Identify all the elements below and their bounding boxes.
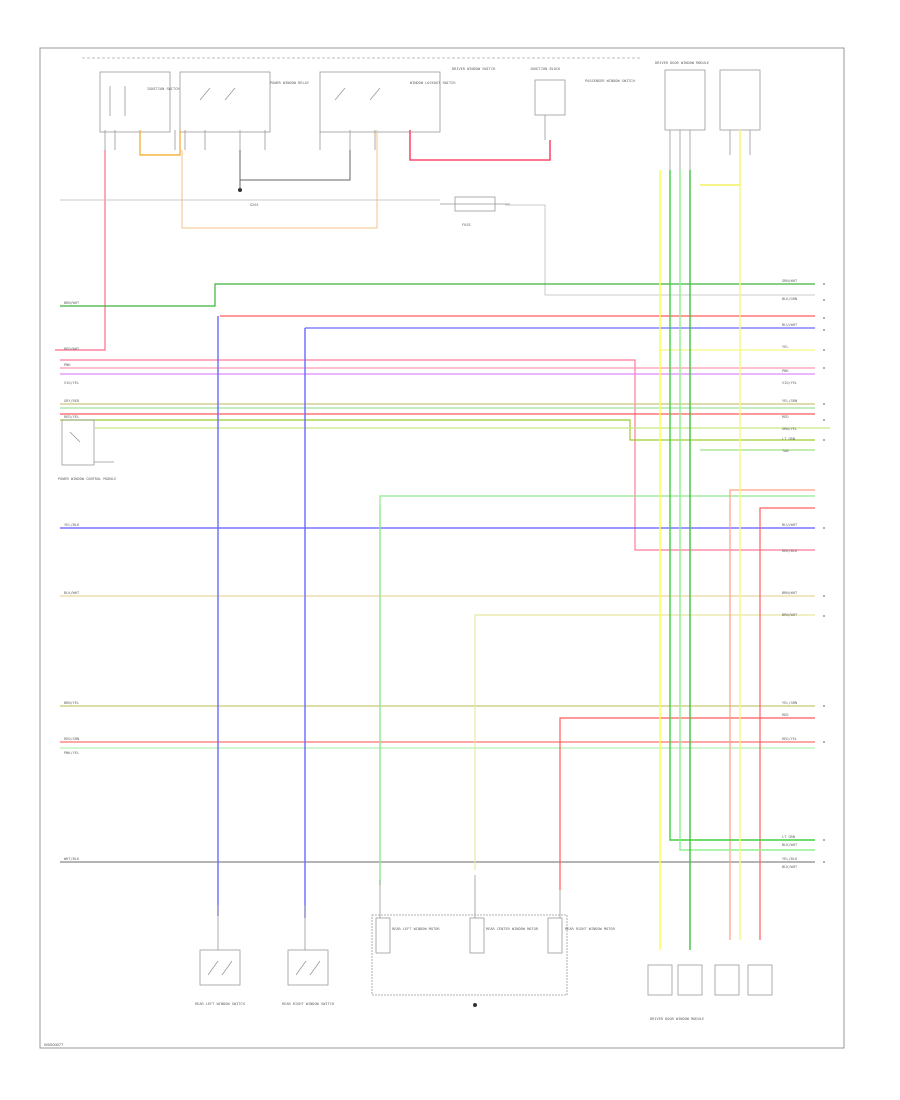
svg-text:GRN/YEL: GRN/YEL xyxy=(782,427,797,431)
svg-text:PNK: PNK xyxy=(782,369,789,373)
svg-text:BLK/WHT: BLK/WHT xyxy=(782,865,798,869)
svg-text:IGNITION SWITCH: IGNITION SWITCH xyxy=(147,87,179,91)
fuse-icon xyxy=(440,196,510,212)
svg-text:WINDOW LOCKOUT SWITCH: WINDOW LOCKOUT SWITCH xyxy=(410,81,455,85)
svg-text:YEL/BLK: YEL/BLK xyxy=(64,523,80,527)
svg-text:RED/YEL: RED/YEL xyxy=(64,415,79,419)
lower-component-labels: REAR LEFT WINDOW SWITCH REAR RIGHT WINDO… xyxy=(195,927,616,1006)
svg-text:GRY/RED: GRY/RED xyxy=(64,399,79,403)
bus-labels-right: GRN/WHT BLK/GRN BLU/WHT YEL PNK VIO/YEL … xyxy=(782,279,798,869)
svg-text:REAR LEFT WINDOW MOTOR: REAR LEFT WINDOW MOTOR xyxy=(392,927,440,931)
svg-text:RED: RED xyxy=(782,713,789,717)
bus-labels-left: BRN/WHT RED/WHT PNK VIO/YEL GRY/RED RED/… xyxy=(64,301,80,861)
svg-text:BLK/GRN: BLK/GRN xyxy=(782,297,797,301)
svg-text:RED/YEL: RED/YEL xyxy=(782,737,797,741)
svg-text:PNK/YEL: PNK/YEL xyxy=(64,751,79,755)
diagram-id: W0000077 xyxy=(44,1042,64,1047)
svg-text:REAR RIGHT WINDOW SWITCH: REAR RIGHT WINDOW SWITCH xyxy=(282,1002,334,1006)
left-component-label: POWER WINDOW CONTROL MODULE xyxy=(58,477,116,481)
top-components xyxy=(99,69,761,170)
ground-label: G201 xyxy=(250,203,259,207)
svg-text:BRN/WHT: BRN/WHT xyxy=(782,591,798,595)
left-component xyxy=(61,419,114,466)
svg-text:DRIVER DOOR WINDOW MODULE: DRIVER DOOR WINDOW MODULE xyxy=(655,61,709,65)
svg-text:LT GRN: LT GRN xyxy=(782,835,795,839)
top-component-labels: IGNITION SWITCH POWER WINDOW RELAY WINDO… xyxy=(147,61,709,91)
svg-text:YEL/BLK: YEL/BLK xyxy=(782,857,798,861)
svg-text:BRN/WHT: BRN/WHT xyxy=(64,301,80,305)
svg-text:BLU/WHT: BLU/WHT xyxy=(782,323,798,327)
svg-text:VIO/YEL: VIO/YEL xyxy=(782,381,797,385)
right-pin-markers xyxy=(823,283,825,863)
svg-text:BLK/WHT: BLK/WHT xyxy=(782,843,798,847)
svg-text:PASSENGER WINDOW SWITCH: PASSENGER WINDOW SWITCH xyxy=(585,79,635,83)
svg-text:YEL/GRN: YEL/GRN xyxy=(782,701,797,705)
svg-text:VIO/YEL: VIO/YEL xyxy=(64,381,79,385)
svg-text:RED/BLK: RED/BLK xyxy=(782,549,798,553)
svg-text:TAN: TAN xyxy=(782,449,789,453)
svg-text:RED/GRN: RED/GRN xyxy=(64,737,79,741)
lower-components xyxy=(199,875,773,996)
svg-text:DRIVER WINDOW SWITCH: DRIVER WINDOW SWITCH xyxy=(452,67,495,71)
svg-text:REAR LEFT WINDOW SWITCH: REAR LEFT WINDOW SWITCH xyxy=(195,1002,245,1006)
svg-text:PNK: PNK xyxy=(64,363,71,367)
svg-text:LT GRN: LT GRN xyxy=(782,437,795,441)
svg-text:YEL: YEL xyxy=(782,345,789,349)
bus-wires xyxy=(60,283,830,940)
svg-text:YEL/GRN: YEL/GRN xyxy=(782,399,797,403)
svg-text:POWER WINDOW RELAY: POWER WINDOW RELAY xyxy=(270,81,310,85)
fuse-label: FUSE xyxy=(462,223,471,227)
svg-text:RED/WHT: RED/WHT xyxy=(64,347,80,351)
svg-text:BLK/WHT: BLK/WHT xyxy=(64,591,80,595)
svg-text:REAR RIGHT WINDOW MOTOR: REAR RIGHT WINDOW MOTOR xyxy=(565,927,616,931)
svg-text:BRN/WHT: BRN/WHT xyxy=(782,613,798,617)
svg-text:BLU/WHT: BLU/WHT xyxy=(782,523,798,527)
svg-text:RED: RED xyxy=(782,415,789,419)
ground-symbol-top xyxy=(238,188,242,192)
svg-text:BRN/YEL: BRN/YEL xyxy=(64,701,79,705)
ground-symbol-bottom xyxy=(473,1003,477,1007)
svg-text:REAR CENTER WINDOW MOTOR: REAR CENTER WINDOW MOTOR xyxy=(486,927,539,931)
vertical-wires xyxy=(217,130,815,950)
svg-text:JUNCTION BLOCK: JUNCTION BLOCK xyxy=(530,67,561,71)
svg-text:WHT/BLK: WHT/BLK xyxy=(64,857,80,861)
diagram-frame xyxy=(39,47,845,1049)
top-wiring xyxy=(55,130,815,351)
svg-text:GRN/WHT: GRN/WHT xyxy=(782,279,798,283)
right-bottom-module-label: DRIVER DOOR WINDOW MODULE xyxy=(650,1017,704,1021)
